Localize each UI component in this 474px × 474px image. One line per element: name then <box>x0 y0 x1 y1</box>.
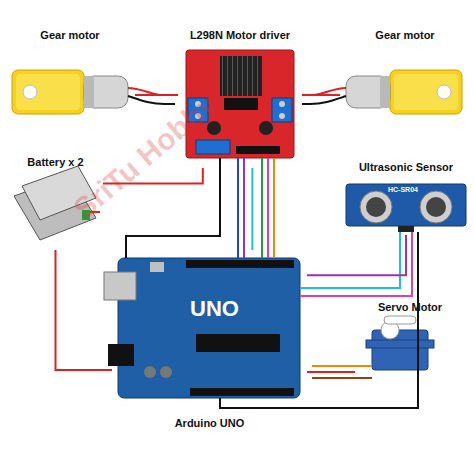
ultrasonic-sensor-part <box>366 197 386 217</box>
gear-motor-part <box>437 85 451 99</box>
signal-wires-part <box>300 232 412 296</box>
signal-wires-part <box>300 232 400 288</box>
motor-driver-board-part <box>279 101 285 107</box>
gear-motor-part <box>346 76 390 108</box>
component-label-box: Gear motor <box>5 28 135 128</box>
arduino-board <box>104 258 300 398</box>
gear-motor <box>12 70 175 114</box>
ultrasonic-sensor <box>346 184 466 232</box>
gear-motor-part <box>84 76 94 108</box>
gear-motor-part <box>394 74 458 110</box>
gear-motor-part <box>128 96 175 104</box>
servo-motor-part <box>384 316 416 324</box>
component-name: Gear motor <box>373 28 436 42</box>
component-label-box: Servo Motor <box>355 300 465 390</box>
servo-motor-part <box>312 377 372 379</box>
gear-motor-part <box>302 96 346 104</box>
arduino-board-part <box>186 260 294 268</box>
component-name: L298N Motor driver <box>188 28 292 42</box>
wire <box>251 168 253 250</box>
wire <box>302 94 340 96</box>
servo-motor-part <box>312 365 372 367</box>
component-label-box: Ultrasonic Sensor <box>340 160 472 235</box>
component-name: Ultrasonic Sensor <box>357 160 455 174</box>
gear-motor-part <box>128 88 175 95</box>
ultrasonic-sensor-part <box>398 226 414 232</box>
component-name: Gear motor <box>38 28 101 42</box>
signal-wires-part <box>237 158 239 258</box>
part-marking: HC-SR04 <box>388 186 418 193</box>
signal-wires-part <box>267 158 269 258</box>
motor-driver-board-part <box>259 121 273 135</box>
arduino-board-part <box>104 272 136 300</box>
arduino-board-part <box>118 258 300 398</box>
servo-motor-part <box>366 340 434 348</box>
ultrasonic-sensor-part <box>360 191 392 223</box>
gear-motor-part <box>390 70 462 114</box>
gear-motor <box>302 70 462 114</box>
motor-driver-board-part <box>224 98 258 110</box>
arduino-board-part <box>190 388 294 396</box>
board-marking: UNO <box>190 296 239 322</box>
motor-driver-board-part <box>196 140 230 154</box>
ultrasonic-sensor-part <box>420 191 452 223</box>
component-name: Arduino UNO <box>173 416 247 430</box>
component-label-box: Gear motor <box>340 28 470 128</box>
wire <box>307 371 355 373</box>
signal-wires-part <box>220 232 418 408</box>
ultrasonic-sensor-part <box>346 184 466 226</box>
servo-motor-part <box>372 330 428 370</box>
gear-motor-part <box>84 76 128 108</box>
arduino-board-part <box>150 262 164 272</box>
gear-motor-part <box>16 74 80 110</box>
signal-wires-part <box>273 158 275 258</box>
motor-driver-board-part <box>220 56 262 96</box>
motor-driver-board-part <box>236 146 280 154</box>
wire <box>307 235 406 275</box>
signal-wires-part <box>261 158 263 258</box>
gear-motor-part <box>23 85 37 99</box>
gear-motor-part <box>302 88 346 95</box>
component-name: Servo Motor <box>376 300 444 314</box>
arduino-board-part <box>144 366 156 378</box>
signal-wires <box>126 158 418 408</box>
component-label-box: Arduino UNO <box>112 250 307 430</box>
motor-driver-board-part <box>272 98 292 122</box>
arduino-board-part <box>160 366 172 378</box>
gear-motor-part <box>380 76 390 108</box>
gear-motor-part <box>12 70 84 114</box>
arduino-board-part <box>108 344 134 366</box>
servo-motor <box>312 316 434 378</box>
arduino-board-part <box>196 334 280 352</box>
wire <box>135 94 178 96</box>
signal-wires-part <box>243 158 245 258</box>
component-name: Battery x 2 <box>25 155 85 169</box>
motor-driver-board-part <box>279 113 285 119</box>
ultrasonic-sensor-part <box>426 197 446 217</box>
wire <box>56 250 113 370</box>
